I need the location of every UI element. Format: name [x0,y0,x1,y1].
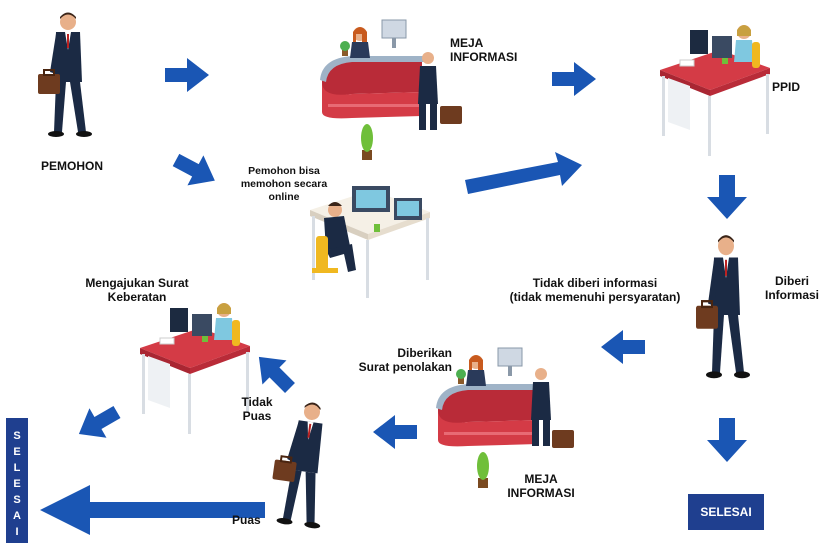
puas-label: Puas [232,513,261,527]
arrow-diberi-down [707,418,747,462]
tidak-diberi-line2: (tidak memenuhi persyaratan) [509,290,681,304]
selesai-v-letter: S [13,430,21,442]
tidak-puas-line2: Puas [242,409,272,423]
arrow-to-penolakan [601,330,645,364]
selesai-v-letter: E [13,446,21,458]
diberi-line2: Informasi [764,288,819,302]
arrow-tidak-puas-up [246,344,303,401]
pemohon-figure [37,11,93,138]
pemohon-label: PEMOHON [40,159,103,173]
arrow-meja-to-ppid [552,62,596,96]
meja-top-line1: MEJA [450,36,484,50]
meja-informasi-top-illustration [319,19,427,161]
tidak-diberi-line1: Tidak diberi informasi [532,276,658,290]
selesai-badge: SELESAI [688,494,764,530]
mengajukan-line2: Keberatan [107,290,167,304]
mengajukan-keberatan-label: Mengajukan Surat Keberatan [62,276,212,304]
selesai-v-letter: I [15,526,19,538]
online-label: Pemohon bisa memohon secara online [232,165,336,204]
diberi-informasi-figure [694,233,752,380]
online-line1: Pemohon bisa [248,165,320,177]
customer-at-bottom-desk [531,368,574,448]
arrow-online-to-ppid [465,152,582,194]
diberikan-line1: Diberikan [397,346,452,360]
arrow-ppid-down [707,175,747,219]
diberikan-penolakan-label: Diberikan Surat penolakan [330,346,452,374]
tidak-puas-line1: Tidak [241,395,273,409]
arrow-puas-to-selesai [40,485,265,535]
arrow-pemohon-to-meja [165,58,209,92]
selesai-vertical-badge: S E L E S A I [6,418,28,543]
arrow-keberatan-to-selesai [70,397,126,449]
meja-bottom-line1: MEJA [524,472,558,486]
meja-informasi-top-label: MEJA INFORMASI [450,36,550,64]
meja-informasi-bottom-label: MEJA INFORMASI [496,472,586,500]
selesai-v-letter: S [13,494,21,506]
selesai-v-letter: L [13,462,21,474]
online-line3: online [268,191,300,203]
arrow-to-puas-person [373,415,417,449]
selesai-v-letter: A [13,510,21,522]
selesai-v-letter: E [13,478,21,490]
customer-at-top-desk [418,52,462,130]
online-workstation-illustration [310,186,430,298]
diberikan-line2: Surat penolakan [358,360,452,374]
meja-top-line2: INFORMASI [450,50,518,64]
mengajukan-line1: Mengajukan Surat [85,276,189,290]
meja-bottom-line2: INFORMASI [507,486,575,500]
diberi-line1: Diberi [774,274,809,288]
arrow-pemohon-to-online [168,144,223,196]
ppid-desk-illustration [659,24,771,157]
ppid-label: PPID [772,80,801,94]
tidak-puas-label: Tidak Puas [234,395,280,423]
diberi-informasi-label: Diberi Informasi [760,274,824,302]
tidak-diberi-label: Tidak diberi informasi (tidak memenuhi p… [488,276,702,304]
online-line2: memohon secara [240,178,328,190]
